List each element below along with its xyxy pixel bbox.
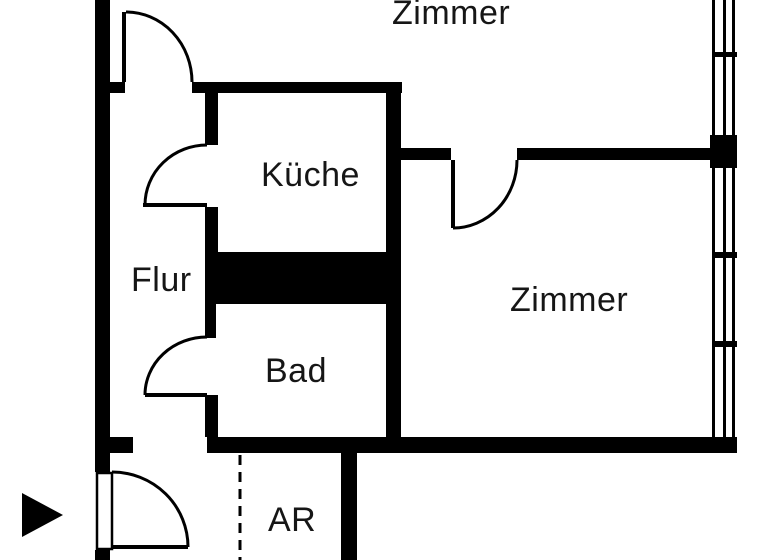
- entrance-arrow: [22, 493, 63, 537]
- room-label-ar: AR: [268, 501, 317, 539]
- bottom-wall: [207, 437, 737, 453]
- kueche-door-leaf: [143, 203, 207, 207]
- top-zimmer-door-leaf: [122, 12, 126, 82]
- bad-left-wall-lower: [205, 395, 218, 437]
- zimmer-door-arc: [452, 159, 519, 230]
- entrance-door-arc: [111, 470, 190, 548]
- room-label-bad: Bad: [265, 352, 327, 390]
- central-vertical-wall: [386, 82, 401, 437]
- room-label-flur: Flur: [131, 261, 192, 299]
- left-exterior-wall: [95, 0, 110, 472]
- kueche-door-arc: [143, 143, 208, 206]
- kueche-top-wall: [192, 82, 402, 93]
- bad-door-leaf: [145, 393, 207, 397]
- window-line-inner: [712, 0, 715, 437]
- top-zimmer-doorwall-stub: [110, 82, 125, 93]
- zimmer-door-leaf: [451, 160, 455, 228]
- bottom-wall-left-stub: [110, 437, 133, 453]
- window-mullion-1: [712, 52, 737, 57]
- bad-door-arc: [143, 335, 208, 396]
- bad-left-wall-upper: [205, 304, 216, 338]
- room-label-kueche: Küche: [261, 156, 360, 194]
- room-label-zimmer-top: Zimmer: [392, 0, 511, 32]
- entrance-door-leaf: [112, 545, 188, 549]
- room-label-zimmer-right: Zimmer: [510, 281, 629, 319]
- ar-right-wall: [341, 448, 357, 560]
- installation-shaft-block: [205, 252, 401, 304]
- left-exterior-wall-lower: [95, 550, 110, 560]
- window-line-middle: [723, 0, 726, 437]
- kueche-left-wall-upper: [205, 93, 218, 145]
- window-mullion-2: [712, 252, 737, 258]
- zimmer-divider-wall-left: [401, 148, 451, 160]
- window-line-outer: [732, 0, 735, 437]
- flur-kueche-wall-lower: [205, 207, 218, 253]
- entrance-door-frame: [95, 471, 114, 551]
- window-mullion-3: [712, 341, 737, 347]
- top-zimmer-door-arc: [125, 10, 194, 83]
- zimmer-divider-wall-right: [517, 148, 710, 160]
